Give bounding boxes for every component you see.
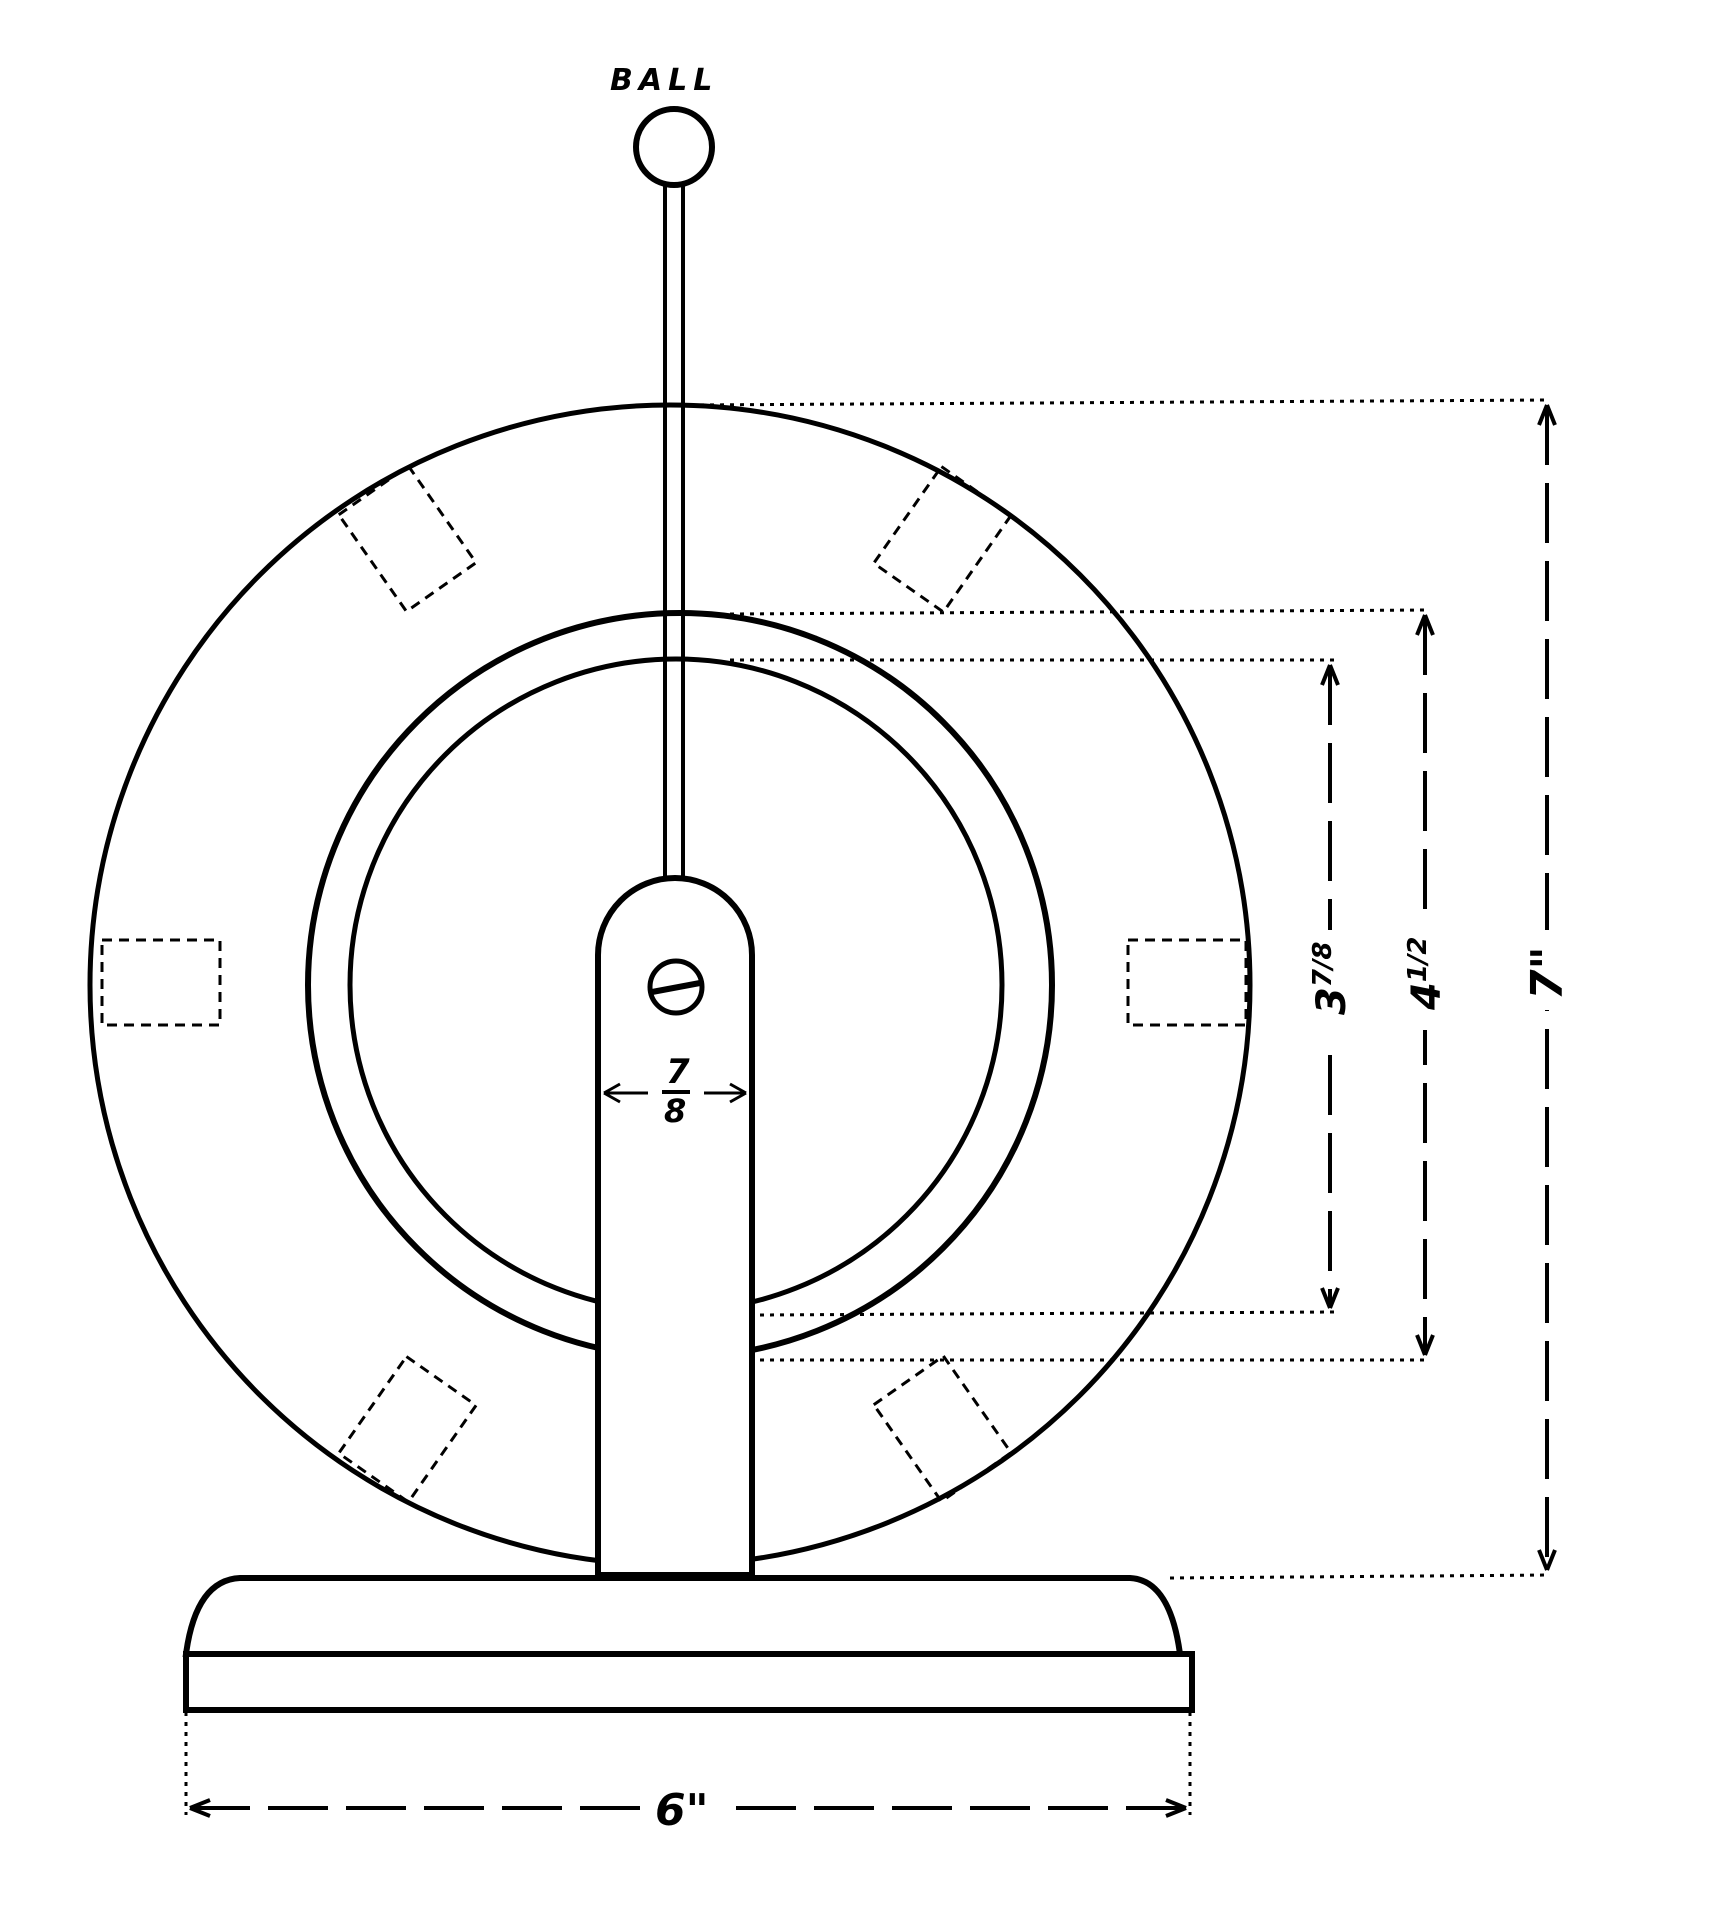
support-post bbox=[595, 875, 755, 1578]
base bbox=[182, 1575, 1195, 1713]
rod bbox=[663, 185, 685, 880]
ball-label: BALL bbox=[610, 63, 718, 98]
stem-width-dimension bbox=[603, 1082, 747, 1104]
inner-diameter-label: 37/8 bbox=[1308, 941, 1355, 1015]
stem-width-numerator: 7 bbox=[666, 1052, 690, 1092]
screw-icon bbox=[647, 958, 705, 1016]
hidden-slots bbox=[100, 463, 1248, 1505]
outer-diameter-label: 7" bbox=[1522, 946, 1573, 1000]
stem-width-denominator: 8 bbox=[664, 1092, 686, 1130]
middle-diameter-label: 41/2 bbox=[1403, 936, 1450, 1011]
ball bbox=[633, 106, 715, 188]
dimension-arrows bbox=[189, 404, 1557, 1818]
base-width-label: 6" bbox=[655, 1785, 709, 1836]
extension-lines bbox=[184, 398, 1551, 1815]
